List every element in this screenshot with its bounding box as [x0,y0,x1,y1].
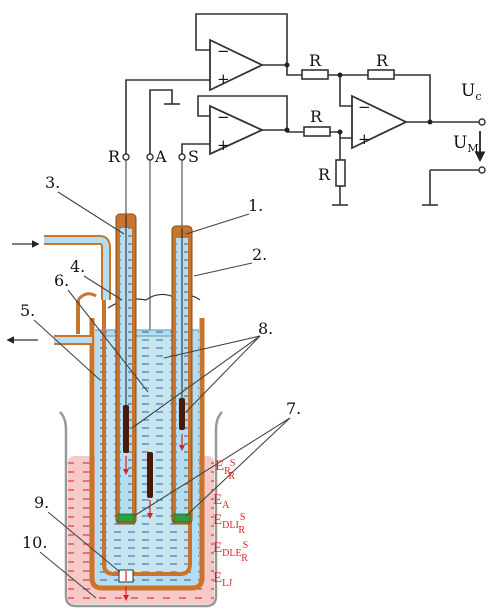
output-um-label: UM [453,133,479,155]
opamp-3: − + [351,94,409,150]
callout-10: 10. [22,533,47,552]
reference-electrode [115,213,137,525]
reference-element [123,405,129,453]
output-uc-label: Uc [461,81,482,103]
callout-6: 6. [54,271,69,290]
sensing-element [179,398,185,430]
opamp-1-plus: + [217,70,230,88]
opamp-3-minus: − [358,98,371,116]
terminal-a-label: A [154,147,167,166]
resistor-3 [303,126,331,137]
opamp-2-minus: − [217,108,230,126]
circuit: − + − + − + R R R R [108,13,486,515]
potential-elj: ELJ [213,570,232,589]
resistor-4 [335,159,346,187]
inner-vessel-wall [102,296,192,576]
callout-9: 9. [34,493,49,512]
opamp-2: − + [197,95,288,156]
opamp-1: − + [195,13,288,92]
callouts: 1. 2. 3. 4. 5. 6. 7. 8. 9. 10. [20,173,301,599]
callout-5: 5. [20,301,35,320]
cell [6,213,223,608]
resistor-1-label: R [309,51,322,70]
terminal-s-label: S [188,147,199,166]
callout-1: 1. [248,196,263,215]
opamp-2-plus: + [217,136,230,154]
outer-beaker [59,411,223,608]
reference-frit [117,513,135,523]
resistor-4-label: R [318,165,331,184]
callout-4: 4. [70,257,85,276]
callout-8: 8. [258,319,273,338]
resistor-2 [367,69,395,80]
auxiliary-electrode [147,452,153,498]
callout-3: 3. [45,173,60,192]
callout-2: 2. [252,245,267,264]
terminal-r-label: R [108,147,121,166]
opamp-3-plus: + [358,130,371,148]
opamp-1-minus: − [217,42,230,60]
potential-ea: EA [213,492,230,511]
sensing-electrode [171,225,193,525]
resistor-1 [301,69,329,80]
resistor-2-label: R [376,51,389,70]
resistor-3-label: R [310,107,323,126]
cell-jacket-wall [89,318,205,591]
sensing-frit [173,513,191,523]
callout-7: 7. [286,399,301,418]
